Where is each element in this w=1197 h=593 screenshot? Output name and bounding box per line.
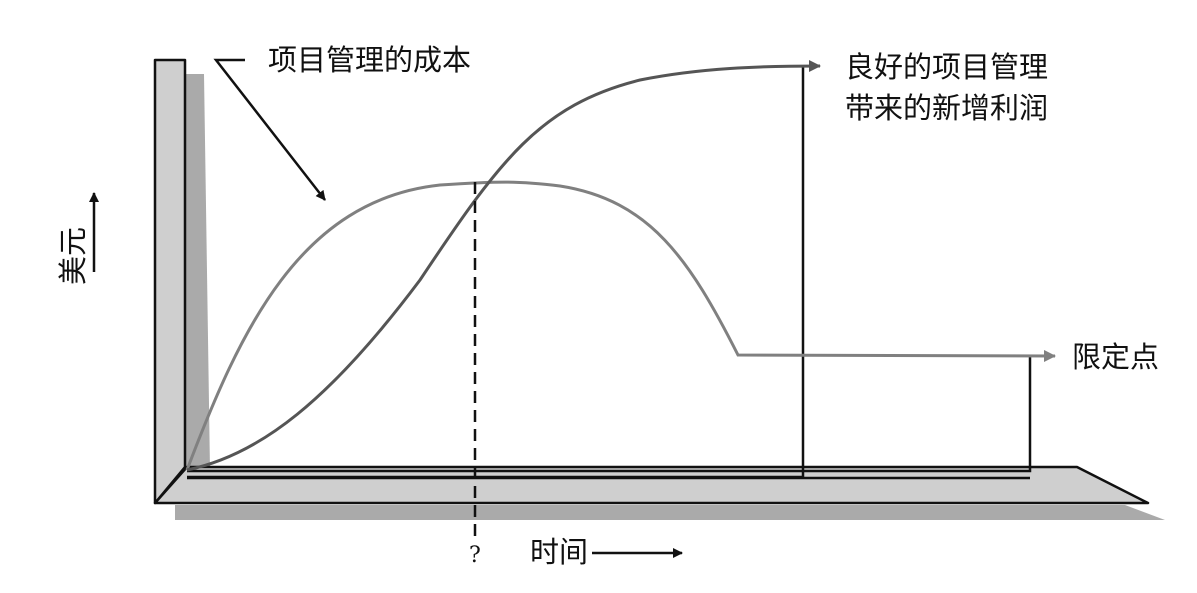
cost-curve — [185, 180, 1056, 471]
frame-shadow-floor — [175, 505, 1165, 520]
profit-label-line2: 带来的新增利润 — [845, 91, 1048, 125]
profit-bracket — [187, 66, 805, 479]
y-axis-label-group: 美元 — [56, 192, 99, 285]
cost-pointer — [213, 58, 326, 201]
y-axis-label: 美元 — [56, 227, 90, 285]
axis-frame — [153, 58, 1165, 520]
question-mark: ? — [469, 543, 481, 568]
x-axis-label: 时间 — [530, 535, 588, 569]
x-axis-label-group: 时间 — [530, 535, 683, 569]
frame-back-wall — [153, 58, 187, 505]
limit-bracket — [187, 356, 1032, 473]
profit-label-line1: 良好的项目管理 — [845, 50, 1048, 84]
limit-label: 限定点 — [1072, 340, 1159, 374]
cost-label: 项目管理的成本 — [268, 43, 471, 77]
frame-floor — [153, 465, 1150, 505]
frame-shadow-vertical — [185, 74, 210, 470]
profit-curve — [186, 60, 821, 472]
